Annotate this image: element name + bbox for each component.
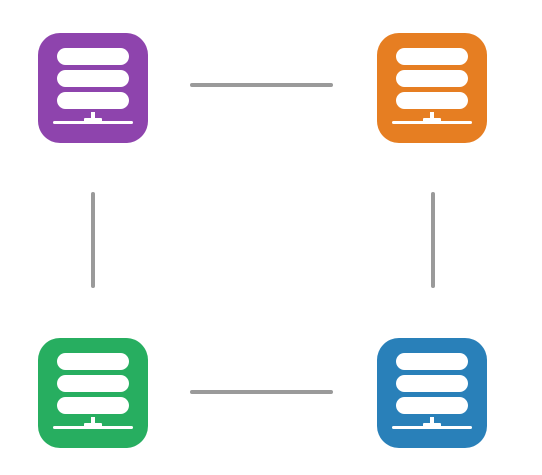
server-rack-unit	[396, 92, 468, 109]
connector-line-right	[431, 192, 435, 288]
server-node-blue	[377, 338, 487, 448]
network-hub	[423, 118, 441, 124]
server-rack-unit	[396, 48, 468, 65]
connector-line-bottom	[190, 390, 333, 394]
server-rack-unit	[396, 70, 468, 87]
network-stem	[430, 417, 434, 426]
server-rack-unit	[57, 48, 129, 65]
server-rack-unit	[57, 397, 129, 414]
server-rack-unit	[396, 353, 468, 370]
server-node-green	[38, 338, 148, 448]
network-hub	[84, 423, 102, 429]
network-hub	[423, 423, 441, 429]
network-stem	[91, 112, 95, 121]
server-rack-unit	[57, 375, 129, 392]
network-hub	[84, 118, 102, 124]
server-rack-unit	[57, 92, 129, 109]
network-stem	[430, 112, 434, 121]
server-node-orange	[377, 33, 487, 143]
connector-line-top	[190, 83, 333, 87]
server-rack-unit	[57, 70, 129, 87]
server-rack-unit	[57, 353, 129, 370]
server-node-purple	[38, 33, 148, 143]
server-rack-unit	[396, 397, 468, 414]
server-rack-unit	[396, 375, 468, 392]
network-stem	[91, 417, 95, 426]
connector-line-left	[91, 192, 95, 288]
